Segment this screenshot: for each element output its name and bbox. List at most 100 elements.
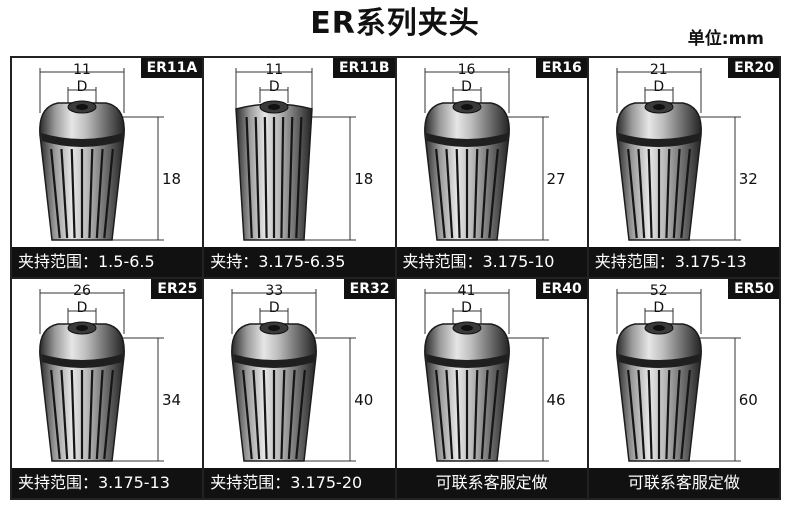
collet-height-value: 18 [162,169,182,188]
bore-diameter-label: D [268,300,280,316]
collet-model-tag: ER40 [535,279,587,299]
collet-model-tag: ER20 [728,58,779,78]
collet-slit [262,369,268,460]
collet-slit [455,369,461,460]
collet-slit [626,369,638,460]
collet-slit [672,148,681,239]
page-title: ER系列夹头 [310,6,480,41]
bore-diameter-label: D [268,79,280,95]
collet-slit [647,148,653,239]
collet-drawing [615,289,741,462]
outer-diameter-value: 11 [73,62,91,78]
collet-slit [245,116,254,239]
collet-height-value: 34 [162,390,182,409]
bore-diameter-label: D [653,79,665,95]
collet-slit [637,148,645,239]
collet-slit [665,369,671,460]
collet-slit [288,369,296,460]
collet-drawing [39,289,164,462]
collet-model-tag: ER32 [343,279,395,299]
collet-slit [472,369,478,460]
collet-model-tag: ER11A [140,58,203,78]
clamping-range-label: 夹持范围：3.175-13 [12,468,203,498]
bore-diameter-label: D [461,79,472,95]
collet-drawing [615,68,741,241]
collet-drawing [39,68,164,241]
collet-groove [41,354,123,368]
collet-slit [487,369,499,460]
collet-slit [637,369,645,460]
collet-height-value: 60 [738,390,758,409]
collet-slit [665,148,671,239]
collet-height-value: 46 [546,390,566,409]
collet-slit [95,369,104,460]
outer-diameter-value: 52 [649,283,668,299]
collet-slit [455,148,461,239]
collet-slit [672,369,681,460]
collet-slit [88,369,94,460]
collet-slit [626,148,638,239]
collet-slit [480,369,489,460]
collet-slit [60,148,69,239]
collet-groove [425,354,508,368]
collet-slit [103,148,114,239]
clamping-range-label: 夹持范围：3.175-13 [588,247,779,277]
collet-slit [50,148,61,239]
collet-model-tag: ER25 [151,279,203,299]
bore-diameter-label: D [653,300,665,316]
collet-groove [617,133,700,147]
bore-diameter-label: D [461,300,472,316]
collet-model-tag: ER50 [728,279,779,299]
clamping-range-label: 夹持：3.175-6.35 [204,247,395,277]
unit-label: 单位:mm [687,29,764,49]
collet-height-value: 27 [546,169,566,188]
collet-slit [679,369,691,460]
outer-diameter-value: 16 [457,62,476,78]
collet-height-value: 40 [354,390,374,409]
collet-drawing [231,289,357,462]
collet-slit [472,148,478,239]
collet-height-value: 32 [738,169,758,188]
outer-diameter-value: 26 [73,283,91,299]
collet-drawing [423,289,549,462]
collet-slit [280,116,285,239]
collet-slit [50,369,61,460]
clamping-range-label: 夹持范围：1.5-6.5 [12,247,203,277]
outer-diameter-value: 21 [649,62,668,78]
collet-slit [295,369,307,460]
collet-slit [295,116,303,239]
collet-slit [95,148,104,239]
collet-groove [233,354,316,368]
collet-slit [254,116,261,239]
collet-model-tag: ER16 [535,58,587,78]
collet-slit [487,148,499,239]
collet-groove [425,133,508,147]
collet-slit [434,148,446,239]
collet-groove [617,354,700,368]
collet-slit [264,116,268,239]
collet-slit [70,369,76,460]
outer-diameter-value: 11 [265,62,284,78]
bore-diameter-label: D [76,79,88,95]
clamping-range-label: 可联系客服定做 [396,468,587,498]
collet-slit [252,369,261,460]
clamping-range-label: 夹持范围：3.175-10 [396,247,587,277]
outer-diameter-value: 33 [265,283,284,299]
collet-model-tag: ER11B [333,58,395,78]
collet-height-value: 18 [354,169,374,188]
collet-slit [679,148,691,239]
collet-drawing [423,68,549,241]
collet-groove [41,133,123,147]
collet-slit [70,148,76,239]
collet-slit [60,369,69,460]
collet-slit [242,369,254,460]
collet-slit [647,369,653,460]
